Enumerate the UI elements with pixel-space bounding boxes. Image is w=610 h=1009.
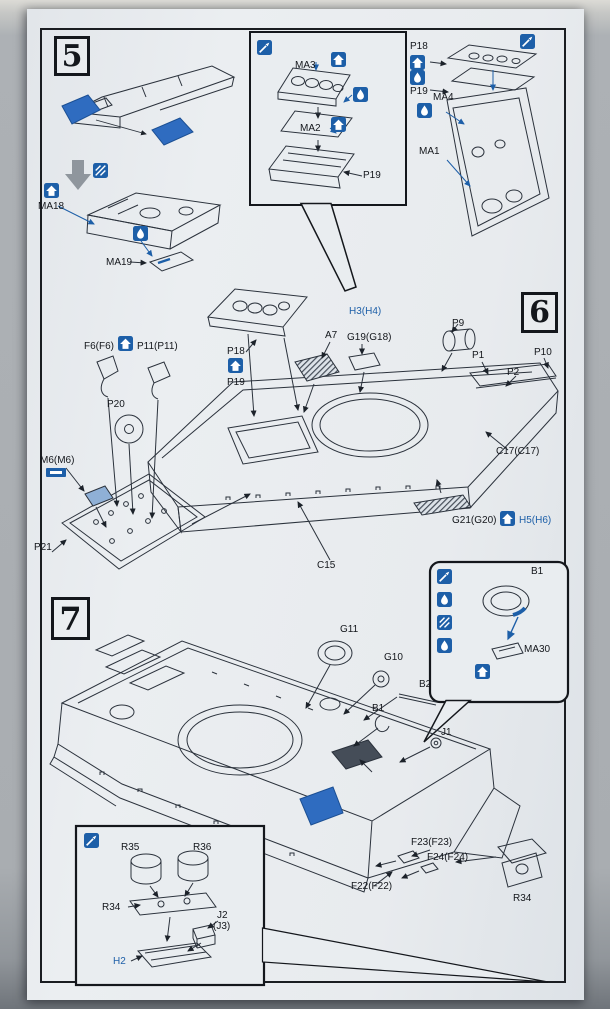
part-label-p19-rear: P19 bbox=[410, 86, 428, 97]
part-label-ma1: MA1 bbox=[419, 146, 440, 157]
attach-icon bbox=[331, 52, 346, 67]
knife-icon bbox=[257, 40, 272, 55]
part-label-h5: H5(H6) bbox=[519, 515, 552, 526]
part-label-p2: P2 bbox=[507, 367, 520, 378]
step-6-number: 6 bbox=[521, 292, 558, 333]
knife-icon bbox=[84, 833, 99, 848]
part-label-h3: H3(H4) bbox=[349, 306, 382, 317]
part-label-ma4: MA4 bbox=[433, 92, 454, 103]
part-label-p20: P20 bbox=[107, 399, 125, 410]
part-label-f24: F24(F24) bbox=[427, 852, 469, 863]
part-label-j1: J1 bbox=[441, 727, 452, 738]
part-label-f6: F6(F6) bbox=[84, 341, 114, 352]
knife-icon bbox=[437, 569, 452, 584]
part-label-f23: F23(F23) bbox=[411, 837, 453, 848]
part-label-h2: H2 bbox=[113, 956, 126, 967]
part-label-j2: J2 bbox=[217, 910, 228, 921]
part-label-ma2: MA2 bbox=[300, 123, 321, 134]
cement-icon bbox=[417, 103, 432, 118]
cement-icon bbox=[437, 592, 452, 607]
attach-icon bbox=[331, 117, 346, 132]
attach-icon bbox=[118, 336, 133, 351]
part-label-c15: C15 bbox=[317, 560, 336, 571]
part-label-g19: G19(G18) bbox=[347, 332, 392, 343]
part-label-p1: P1 bbox=[472, 350, 485, 361]
cement-icon bbox=[353, 87, 368, 102]
attach-icon bbox=[410, 55, 425, 70]
part-label-m6: M6(M6) bbox=[40, 455, 75, 466]
part-label-p18-rear: P18 bbox=[410, 41, 428, 52]
attach-icon bbox=[44, 183, 59, 198]
attach-icon bbox=[475, 664, 490, 679]
cement-icon bbox=[410, 70, 425, 85]
part-label-j3: (J3) bbox=[213, 921, 231, 932]
part-label-p18-6: P18 bbox=[227, 346, 245, 357]
step-7-number: 7 bbox=[51, 597, 90, 640]
step-5-number: 5 bbox=[54, 36, 90, 76]
part-label-b2: B2 bbox=[419, 679, 432, 690]
part-label-p19-inset: P19 bbox=[363, 170, 381, 181]
part-label-r34-inset: R34 bbox=[102, 902, 121, 913]
part-label-ma18: MA18 bbox=[38, 201, 65, 212]
part-label-p9: P9 bbox=[452, 318, 465, 329]
part-label-p11: P11(P11) bbox=[137, 341, 178, 352]
part-label-g10: G10 bbox=[384, 652, 403, 663]
part-label-ma3: MA3 bbox=[295, 60, 316, 71]
part-label-b1: B1 bbox=[372, 703, 385, 714]
part-label-ma19: MA19 bbox=[106, 257, 133, 268]
cement-icon bbox=[133, 226, 148, 241]
knife-icon bbox=[520, 34, 535, 49]
part-label-a7: A7 bbox=[325, 330, 338, 341]
attach-icon bbox=[500, 511, 515, 526]
part-label-r36: R36 bbox=[193, 842, 212, 853]
part-label-p21: P21 bbox=[34, 542, 52, 553]
part-label-b1-inset: B1 bbox=[531, 566, 544, 577]
cement-icon bbox=[437, 638, 452, 653]
part-label-p19-6: P19 bbox=[227, 377, 245, 388]
photo-etch-icon bbox=[437, 615, 452, 630]
part-label-p10: P10 bbox=[534, 347, 552, 358]
part-label-r34-7: R34 bbox=[513, 893, 532, 904]
photo-etch-icon bbox=[93, 163, 108, 178]
part-label-c17: C17(C17) bbox=[496, 446, 540, 457]
attach-icon bbox=[228, 358, 243, 373]
part-label-g21: G21(G20) bbox=[452, 515, 497, 526]
part-label-ma30: MA30 bbox=[524, 644, 551, 655]
m6-note-badge bbox=[46, 468, 66, 477]
part-label-f22: F22(F22) bbox=[351, 881, 393, 892]
part-label-r35: R35 bbox=[121, 842, 140, 853]
part-label-g11: G11 bbox=[340, 624, 359, 635]
